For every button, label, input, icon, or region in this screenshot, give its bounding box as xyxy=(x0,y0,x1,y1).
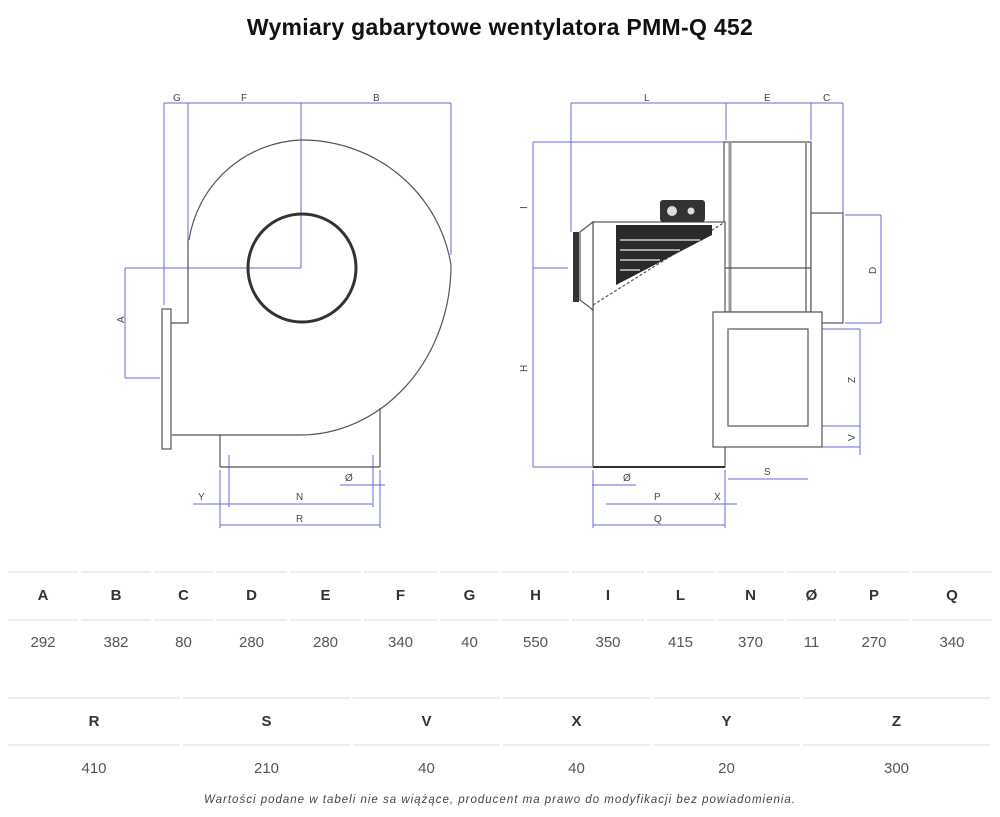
table-header: P xyxy=(868,587,879,604)
table-cell: 415 xyxy=(667,634,694,651)
table-header: D xyxy=(246,587,257,604)
dim-label-b: B xyxy=(373,93,380,104)
table-header: L xyxy=(675,587,686,604)
table-header: N xyxy=(745,587,756,604)
table-cell: 550 xyxy=(522,634,549,651)
table-header: Q xyxy=(946,587,958,604)
dim-label-s: S xyxy=(764,467,771,478)
terminal-box xyxy=(660,200,705,222)
dim-label-e: E xyxy=(764,93,771,104)
table-cell: 340 xyxy=(387,634,414,651)
fan-housing-outline xyxy=(161,139,452,468)
dim-label-l: L xyxy=(644,93,650,104)
table-header: S xyxy=(261,713,272,730)
dim-label-diameter: Ø xyxy=(345,473,353,484)
table-header: G xyxy=(463,587,476,604)
table-header: Ø xyxy=(805,587,818,604)
dim-label-g: G xyxy=(173,93,181,104)
side-view: G F B A Y N R Ø xyxy=(116,93,452,528)
table-header: B xyxy=(110,587,122,604)
table-header: F xyxy=(395,587,406,604)
dim-label-q: Q xyxy=(654,514,662,525)
table-header: C xyxy=(178,587,189,604)
table-header: X xyxy=(571,713,582,730)
table-cell: 382 xyxy=(103,634,129,651)
page-title: Wymiary gabarytowe wentylatora PMM-Q 452 xyxy=(246,14,754,40)
table-header: V xyxy=(421,713,432,730)
table-cell: 280 xyxy=(238,634,265,651)
table-cell: 40 xyxy=(418,760,435,777)
table-cell: 80 xyxy=(175,634,192,651)
front-view-dimension-lines xyxy=(532,102,882,528)
table-header: R xyxy=(88,713,100,730)
table-header: I xyxy=(605,587,611,604)
dim-label-x: X xyxy=(714,492,721,503)
fan-dimension-drawing: G F B A Y N R Ø xyxy=(116,93,882,528)
table-cell: 20 xyxy=(718,760,735,777)
table-cell: 270 xyxy=(861,634,887,651)
table-cell: 410 xyxy=(81,760,107,777)
inlet-circle xyxy=(246,212,358,324)
table-cell: 292 xyxy=(30,634,56,651)
dim-label-h: H xyxy=(519,365,530,372)
dimensions-table-1: A 292 B 382 C 80 D 280 E 280 F 340 G 40 H 550 I 3… xyxy=(8,571,992,665)
table-cell: 370 xyxy=(737,634,764,651)
table-header: A xyxy=(37,587,49,604)
table-cell: 40 xyxy=(461,634,478,651)
dimensions-table-2: R 410 S 210 V 40 X 40 Y 20 Z 300 xyxy=(8,697,990,791)
table-cell: 300 xyxy=(883,760,910,777)
fan-body-outline xyxy=(573,141,844,468)
dim-label-c: C xyxy=(823,93,830,104)
dim-label-d: D xyxy=(868,267,879,274)
dim-label-n: N xyxy=(296,492,303,503)
table-cell: 11 xyxy=(803,634,820,651)
table-cell: 40 xyxy=(568,760,585,777)
motor xyxy=(616,200,712,285)
dim-label-v: V xyxy=(847,434,858,441)
dim-label-f: F xyxy=(241,93,247,104)
table-cell: 340 xyxy=(939,634,965,651)
dim-label-r: R xyxy=(296,514,303,525)
table-cell: 280 xyxy=(312,634,339,651)
side-view-dimension-lines xyxy=(124,102,452,528)
table-cell: 210 xyxy=(253,760,280,777)
table-header: E xyxy=(320,587,331,604)
dim-label-a: A xyxy=(116,316,127,323)
dim-label-y: Y xyxy=(198,492,205,503)
dim-label-p: P xyxy=(654,492,661,503)
dim-label-diameter-front: Ø xyxy=(623,473,631,484)
table-header: Y xyxy=(721,713,732,730)
disclaimer-note: Wartości podane w tabeli nie sa wiążące,… xyxy=(203,794,797,806)
dim-label-i: I xyxy=(519,206,530,209)
dim-label-z: Z xyxy=(847,377,858,383)
table-header: H xyxy=(530,587,541,604)
table-header: Z xyxy=(891,713,902,730)
front-view: L E C I H D Z V S P X Q Ø xyxy=(519,93,882,528)
table-cell: 350 xyxy=(595,634,621,651)
